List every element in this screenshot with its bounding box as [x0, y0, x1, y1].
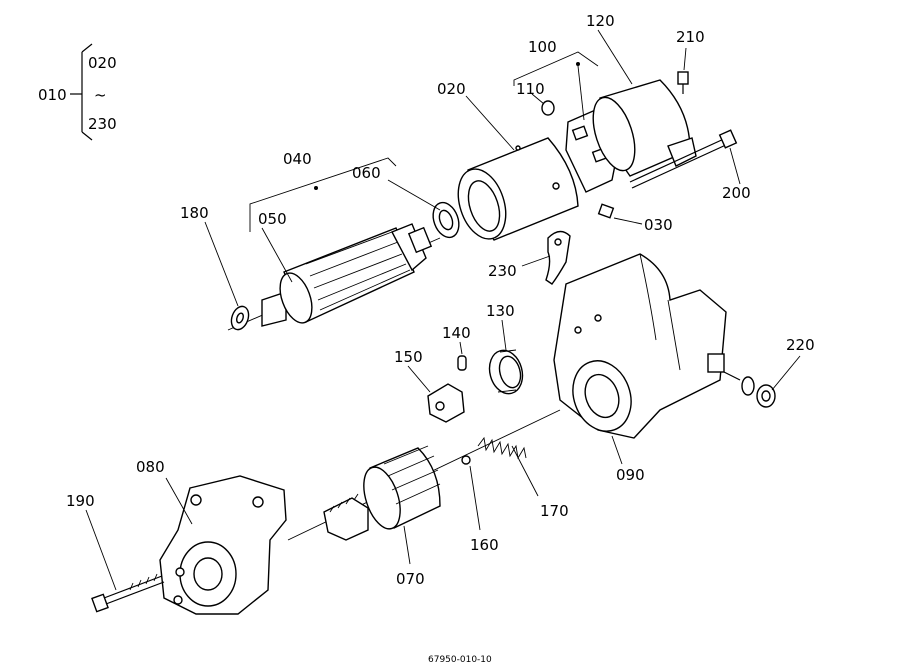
label-230-bracket: 230 [88, 115, 117, 133]
label-010: 010 [38, 86, 67, 104]
label-150: 150 [394, 348, 423, 366]
part-030: 030 [597, 203, 673, 234]
part-140-pin: 140 [442, 324, 471, 371]
part-200-through-bolt: 200 [629, 129, 751, 202]
part-070-clutch: 070 [323, 445, 441, 588]
label-130: 130 [486, 302, 515, 320]
label-210: 210 [676, 28, 705, 46]
label-160: 160 [470, 536, 499, 554]
part-120-rear-cover: 120 [586, 12, 697, 177]
label-170: 170 [540, 502, 569, 520]
part-150-gear: 150 [394, 348, 465, 423]
label-220: 220 [786, 336, 815, 354]
label-070: 070 [396, 570, 425, 588]
label-190: 190 [66, 492, 95, 510]
label-020-bracket: 020 [88, 54, 117, 72]
part-170-spring: 170 [477, 436, 569, 520]
label-050: 050 [258, 210, 287, 228]
label-030: 030 [644, 216, 673, 234]
part-110-nut: 110 [516, 80, 555, 116]
label-110: 110 [516, 80, 545, 98]
part-230-lead: 230 [488, 230, 571, 285]
label-080: 080 [136, 458, 165, 476]
label-140: 140 [442, 324, 471, 342]
label-200: 200 [722, 184, 751, 202]
label-090: 090 [616, 466, 645, 484]
label-180: 180 [180, 204, 209, 222]
label-100: 100 [528, 38, 557, 56]
label-020: 020 [437, 80, 466, 98]
bracket-100: 100 [513, 38, 599, 86]
part-220-nut-washer: 220 [723, 336, 815, 408]
bracket-040: 040 [249, 150, 397, 232]
part-190-bolt: 190 [66, 492, 165, 613]
part-090-gear-housing: 090 [553, 253, 727, 484]
part-080-front-bracket: 080 [136, 458, 287, 615]
label-120: 120 [586, 12, 615, 30]
part-210-screw: 210 [676, 28, 705, 94]
label-040: 040 [283, 150, 312, 168]
group-bracket: 010 020 ~ 230 [38, 43, 117, 141]
figure-code: 67950-010-10 [428, 655, 492, 665]
part-160-ball: 160 [461, 455, 499, 554]
label-tilde: ~ [94, 86, 107, 104]
part-180-washer: 180 [180, 204, 250, 331]
part-020-yoke: 020 [437, 80, 579, 241]
label-230: 230 [488, 262, 517, 280]
part-130-roller: 130 [486, 302, 524, 395]
label-060: 060 [352, 164, 381, 182]
part-060-bearing: 060 [352, 164, 460, 239]
part-050-armature: 050 [258, 210, 433, 327]
